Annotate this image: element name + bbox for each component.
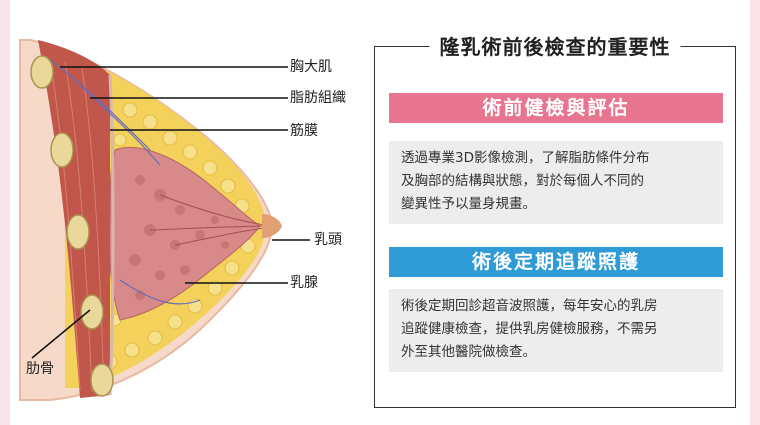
left-edge-stripe [0, 0, 10, 425]
section-postop-heading: 術後定期追蹤照護 [389, 247, 723, 277]
section-preop-line: 透過專業3D影像檢測，了解脂肪條件分布 [401, 150, 650, 166]
section-preop-body: 透過專業3D影像檢測，了解脂肪條件分布 及胸部的結構與狀態，對於每個人不同的 變… [389, 141, 723, 224]
label-pectoralis: 胸大肌 [290, 59, 332, 75]
section-postop-line: 追蹤健康檢查，提供乳房健檢服務，不需另 [401, 321, 658, 337]
nipple [262, 214, 282, 238]
label-fascia: 筋膜 [290, 123, 318, 139]
section-postop-line: 外至其他醫院做檢查。 [401, 344, 536, 360]
section-preop-heading: 術前健檢與評估 [389, 93, 723, 123]
section-postop-body: 術後定期回診超音波照護，每年安心的乳房 追蹤健康檢查，提供乳房健檢服務，不需另 … [389, 289, 723, 372]
panel-title: 隆乳術前後檢查的重要性 [429, 31, 681, 60]
section-preop-line: 及胸部的結構與狀態，對於每個人不同的 [401, 173, 644, 189]
section-preop-line: 變異性予以量身規畫。 [401, 196, 536, 212]
label-mammary-gland: 乳腺 [290, 275, 318, 291]
section-postop-line: 術後定期回診超音波照護，每年安心的乳房 [401, 298, 658, 314]
label-nipple: 乳頭 [314, 232, 342, 248]
right-edge-stripe [750, 0, 760, 425]
label-fat-tissue: 脂肪組織 [290, 90, 346, 106]
label-rib: 肋骨 [26, 361, 54, 377]
breast-anatomy-illustration [19, 39, 310, 401]
info-panel: 隆乳術前後檢查的重要性 術前健檢與評估 透過專業3D影像檢測，了解脂肪條件分布 … [374, 31, 736, 408]
fascia-line [108, 74, 115, 396]
